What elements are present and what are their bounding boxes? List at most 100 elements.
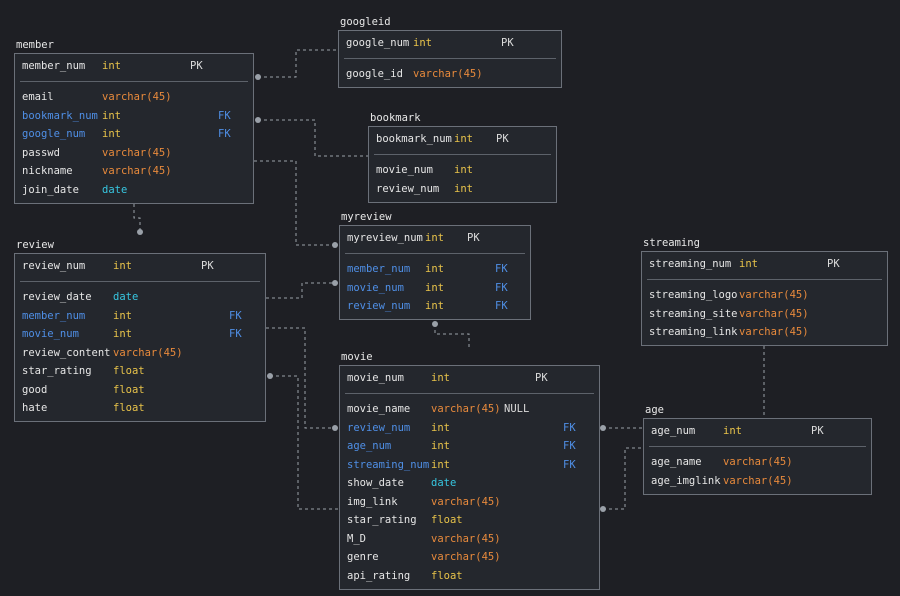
column-type: int [431, 459, 450, 471]
table-row: member_num int PK [22, 58, 247, 74]
fk-marker: FK [495, 300, 508, 312]
column-name: myreview_num [347, 232, 423, 244]
column-type: int [454, 183, 473, 195]
column-type: int [102, 110, 121, 122]
table-row: review_content varchar(45) [22, 345, 259, 361]
table-row: bookmark_num int PK [376, 131, 550, 147]
header-divider [344, 58, 556, 59]
pk-marker: PK [190, 60, 203, 72]
column-name: google_num [22, 128, 86, 140]
table-row: movie_num int [376, 162, 550, 178]
table-row: movie_num int FK [22, 326, 259, 342]
column-name: age_name [651, 456, 702, 468]
connector-dot [332, 280, 338, 286]
column-name: google_num [346, 37, 410, 49]
table-row: bookmark_num int FK [22, 108, 247, 124]
column-name: api_rating [347, 570, 411, 582]
column-name: streaming_num [347, 459, 430, 471]
pk-marker: PK [496, 133, 509, 145]
googleid-table[interactable]: google_num int PK google_id varchar(45) [338, 30, 562, 88]
column-type: date [102, 184, 128, 196]
connector-dot [255, 117, 261, 123]
table-row: hate float [22, 400, 259, 416]
column-name: passwd [22, 147, 60, 159]
table-row: google_id varchar(45) [346, 66, 555, 82]
table-row: email varchar(45) [22, 89, 247, 105]
column-type: int [413, 37, 432, 49]
streaming-table-title: streaming [643, 237, 700, 249]
column-name: review_num [376, 183, 440, 195]
column-type: varchar(45) [113, 347, 183, 359]
member-table[interactable]: member_num int PK email varchar(45) book… [14, 53, 254, 204]
pk-marker: PK [535, 372, 548, 384]
connector-member-googleid [258, 49, 338, 78]
connector-review-movie [266, 327, 335, 429]
column-name: bookmark_num [22, 110, 98, 122]
column-type: date [431, 477, 457, 489]
pk-marker: PK [811, 425, 824, 437]
column-name: review_num [22, 260, 86, 272]
member-table-title: member [16, 39, 54, 51]
table-row: movie_name varchar(45) NULL [347, 401, 593, 417]
age-table[interactable]: age_num int PK age_name varchar(45) age_… [643, 418, 872, 495]
header-divider [649, 446, 866, 447]
table-row: M_D varchar(45) [347, 531, 593, 547]
table-row: streaming_num int FK [347, 457, 593, 473]
table-row: review_num int [376, 181, 550, 197]
connector-dot [332, 425, 338, 431]
bookmark-table[interactable]: bookmark_num int PK movie_num int review… [368, 126, 557, 203]
table-row: google_num int PK [346, 35, 555, 51]
column-type: int [431, 372, 450, 384]
column-name: movie_num [376, 164, 433, 176]
connector-member-myreview [254, 160, 335, 246]
header-divider [345, 393, 594, 394]
connector-dot [600, 425, 606, 431]
table-row: streaming_logo varchar(45) [649, 287, 881, 303]
column-type: int [113, 328, 132, 340]
header-divider [20, 281, 260, 282]
fk-marker: FK [563, 440, 576, 452]
connector-review-movie-2 [270, 375, 339, 510]
column-name: email [22, 91, 54, 103]
column-type: float [113, 365, 145, 377]
review-table[interactable]: review_num int PK review_date date membe… [14, 253, 266, 422]
column-type: varchar(45) [739, 308, 809, 320]
myreview-table-title: myreview [341, 211, 392, 223]
table-row: movie_num int FK [347, 280, 524, 296]
column-type: varchar(45) [739, 326, 809, 338]
column-type: varchar(45) [431, 551, 501, 563]
column-name: review_date [22, 291, 92, 303]
connector-dot [332, 242, 338, 248]
column-type: int [113, 260, 132, 272]
column-name: nickname [22, 165, 73, 177]
table-row: streaming_num int PK [649, 256, 881, 272]
table-row: myreview_num int PK [347, 230, 524, 246]
column-name: join_date [22, 184, 79, 196]
movie-table[interactable]: movie_num int PK movie_name varchar(45) … [339, 365, 600, 590]
column-type: varchar(45) [102, 165, 172, 177]
table-row: api_rating float [347, 568, 593, 584]
fk-marker: FK [563, 459, 576, 471]
header-divider [647, 279, 882, 280]
column-type: varchar(45) [739, 289, 809, 301]
column-name: img_link [347, 496, 398, 508]
streaming-table[interactable]: streaming_num int PK streaming_logo varc… [641, 251, 888, 346]
column-type: float [431, 514, 463, 526]
connector-dot [255, 74, 261, 80]
column-name: show_date [347, 477, 404, 489]
table-row: review_num int PK [22, 258, 259, 274]
column-name: age_num [347, 440, 392, 452]
column-type: varchar(45) [431, 403, 501, 415]
column-type: varchar(45) [431, 496, 501, 508]
column-type: varchar(45) [723, 475, 793, 487]
column-name: good [22, 384, 48, 396]
movie-table-title: movie [341, 351, 373, 363]
column-name: streaming_logo [649, 289, 738, 301]
pk-marker: PK [501, 37, 514, 49]
myreview-table[interactable]: myreview_num int PK member_num int FK mo… [339, 225, 531, 320]
column-name: star_rating [22, 365, 92, 377]
fk-marker: FK [218, 110, 231, 122]
column-type: int [723, 425, 742, 437]
connector-member-bookmark [258, 119, 368, 157]
header-divider [345, 253, 525, 254]
